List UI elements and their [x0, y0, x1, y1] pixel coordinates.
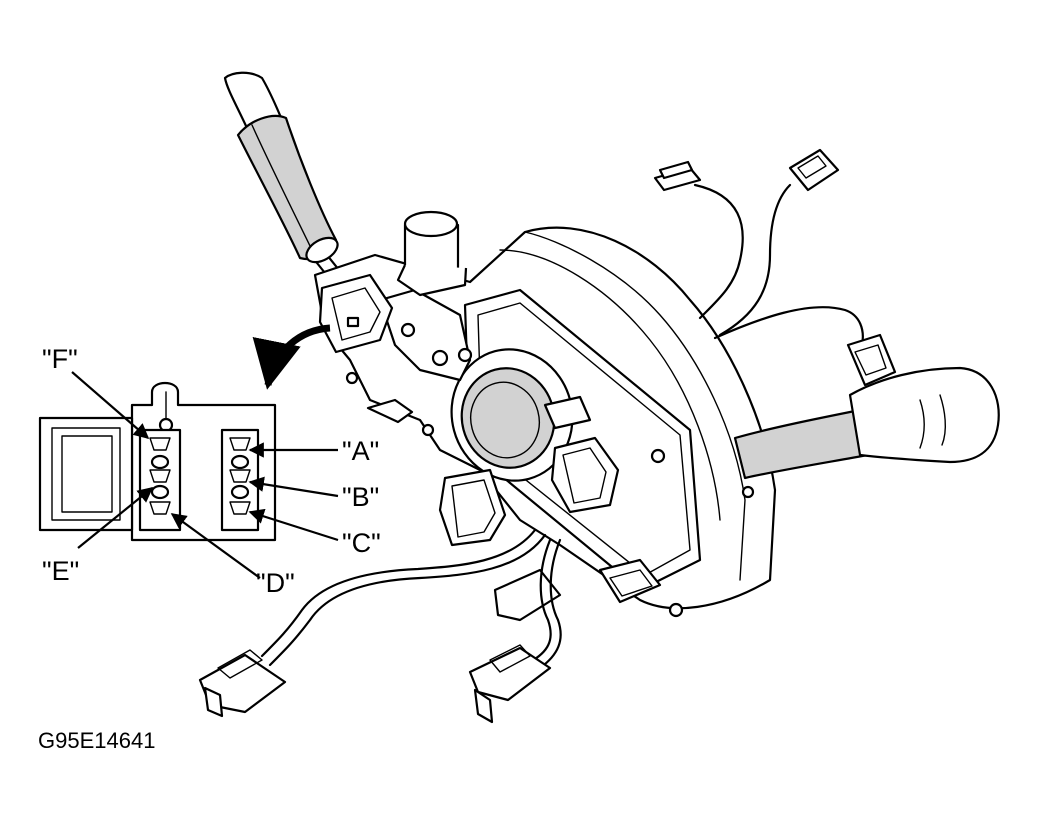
label-e: "E": [42, 556, 79, 586]
lower-wire-harness: [198, 528, 562, 724]
right-lever: [733, 366, 1000, 480]
connector-face-inset: [38, 381, 277, 542]
label-f: "F": [42, 344, 78, 374]
label-d: "D": [256, 568, 295, 598]
left-lever: [223, 71, 357, 300]
figure-id: G95E14641: [38, 728, 155, 753]
label-b: "B": [342, 482, 379, 512]
upper-wire-harness: [653, 148, 897, 387]
view-arrow: [252, 324, 331, 390]
leader-lines: [71, 371, 339, 579]
label-a: "A": [342, 436, 379, 466]
switch-body: [313, 210, 777, 622]
label-c: "C": [342, 528, 381, 558]
